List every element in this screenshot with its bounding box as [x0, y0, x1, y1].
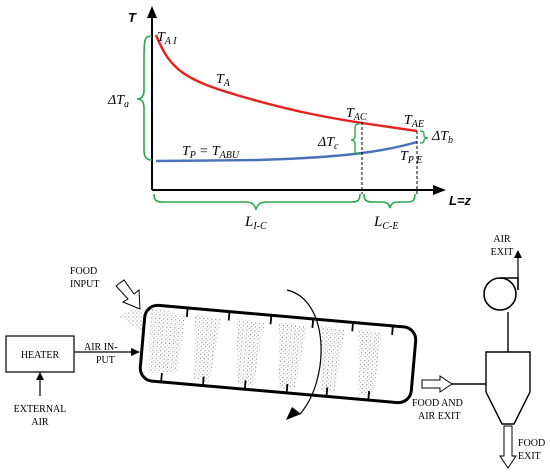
delta-ta-bracket	[136, 35, 153, 161]
label-t-a: TA	[216, 72, 231, 89]
label-delta-tb: ΔTb	[431, 129, 453, 146]
food-input-arrow	[115, 279, 141, 310]
food-exit-arrow	[499, 425, 517, 469]
rotation-arrowhead	[286, 407, 301, 420]
rotary-drum	[138, 303, 418, 405]
label-delta-ta: ΔTa	[107, 93, 129, 110]
air-input-arrowhead	[131, 348, 140, 356]
label-tp-equals-tabu: TP=TABU	[182, 144, 240, 161]
food-air-exit-arrow	[421, 375, 453, 393]
label-t-ac: TAC	[346, 106, 367, 123]
label-t-ai: TA I	[157, 30, 177, 47]
external-air-arrowhead	[36, 372, 44, 380]
y-axis-label: T	[128, 10, 137, 25]
drum-cascade-6	[358, 328, 383, 397]
air-input-label: AIR IN-PUT	[84, 342, 118, 366]
heater-label: HEATER	[21, 350, 60, 361]
exhaust-fan	[483, 277, 519, 311]
heater-box	[5, 335, 75, 373]
y-axis-arrowhead	[147, 6, 157, 18]
drum-flights-bottom	[160, 372, 371, 401]
label-t-pe: TP E	[400, 149, 422, 166]
drum-cascade-4	[278, 321, 307, 390]
cyclone-separator	[452, 312, 531, 425]
x-axis-arrowhead	[433, 185, 446, 195]
air-exit-arrowhead	[514, 250, 522, 258]
label-l-ic: LI-C	[244, 214, 267, 232]
drum-cascade-1	[147, 308, 186, 374]
label-t-ae: TAE	[404, 113, 424, 130]
air-temperature-curve	[154, 34, 418, 133]
delta-tb-bracket	[419, 130, 429, 144]
label-l-ce: LC-E	[373, 214, 398, 232]
delta-tc-bracket	[350, 123, 360, 155]
drum-cascade-3	[236, 318, 265, 386]
temperature-profile-graph: T L=z TA I TA TAC	[107, 6, 472, 232]
label-delta-tc: ΔTc	[317, 135, 339, 152]
drum-cascade-2	[193, 314, 221, 383]
x-axis-label: L=z	[449, 193, 472, 208]
l-ic-bracket	[153, 193, 361, 212]
rotation-arrow	[286, 289, 322, 415]
drum-flights-top	[185, 307, 394, 335]
l-ce-bracket	[363, 193, 416, 209]
drum-cascade-5	[320, 325, 345, 394]
product-temperature-curve	[155, 140, 418, 163]
